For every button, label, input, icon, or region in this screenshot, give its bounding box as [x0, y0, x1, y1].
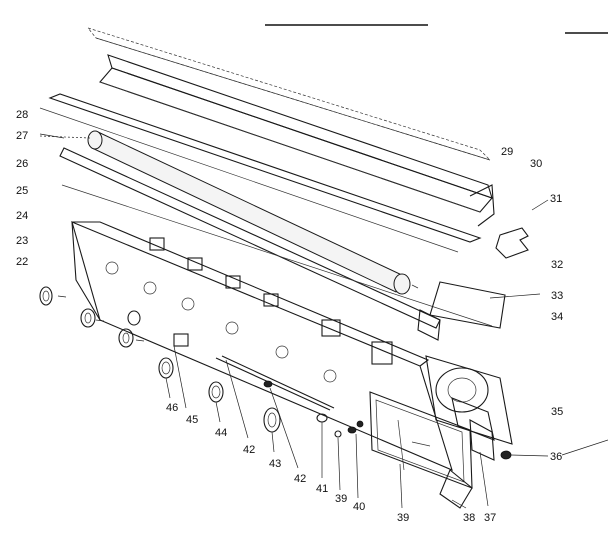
callout-44: 44: [215, 427, 227, 439]
callout-38: 38: [463, 512, 475, 524]
callout-23: 23: [16, 235, 28, 247]
callout-46: 46: [166, 402, 178, 414]
callout-36: 36: [550, 451, 562, 463]
callout-22: 22: [16, 256, 28, 268]
callout-35: 35: [551, 406, 563, 418]
callout-39b: 39: [397, 512, 409, 524]
callout-27: 27: [16, 130, 28, 142]
callout-32: 32: [551, 259, 563, 271]
channel-rail-29: [99, 54, 495, 227]
callout-34: 34: [551, 311, 563, 323]
fluorescent-tube-27: [87, 130, 419, 295]
channel-25: [61, 184, 506, 329]
callout-25: 25: [16, 185, 28, 197]
callout-26: 26: [16, 158, 28, 170]
callout-39a: 39: [335, 493, 347, 505]
callout-45: 45: [186, 414, 198, 426]
callout-31: 31: [550, 193, 562, 205]
callout-24: 24: [16, 210, 28, 222]
callout-33: 33: [551, 290, 563, 302]
fan-assembly-35: [425, 355, 513, 445]
callout-40: 40: [353, 501, 365, 513]
callout-41: 41: [316, 483, 328, 495]
main-housing-22: [71, 221, 453, 471]
bracket-31: [495, 227, 529, 259]
leader-lines: [39, 133, 608, 509]
top-cover-strip: [87, 27, 491, 161]
grommet-parts: [39, 286, 281, 433]
end-panel-38: [369, 391, 495, 509]
callout-43: 43: [269, 458, 281, 470]
callout-30: 30: [530, 158, 542, 170]
reflector-strip-28: [39, 93, 482, 253]
callout-28: 28: [16, 109, 28, 121]
screw-36: [500, 450, 549, 460]
callout-42a: 42: [243, 444, 255, 456]
rod-26: [59, 147, 441, 341]
callout-29: 29: [501, 146, 513, 158]
callout-37: 37: [484, 512, 496, 524]
wiring-hardware: [215, 355, 431, 471]
callout-42b: 42: [294, 473, 306, 485]
